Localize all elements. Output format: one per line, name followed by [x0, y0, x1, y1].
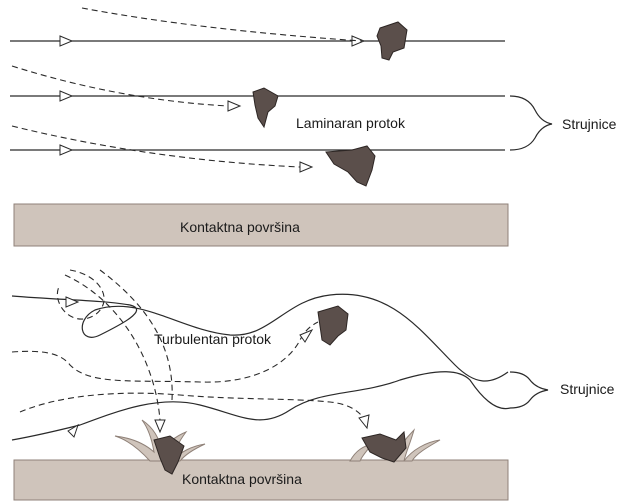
particle	[318, 306, 348, 345]
turbulent-streamline-2	[12, 372, 510, 440]
particle-path	[20, 393, 365, 420]
streamline-arrow	[60, 91, 72, 101]
laminar-flow-label: Laminaran protok	[296, 115, 406, 131]
laminar-surface-label: Kontaktna površina	[180, 219, 300, 235]
turbulent-section: Turbulentan protok Strujnice Kontaktna p…	[12, 270, 615, 500]
streamline-arrow	[66, 297, 78, 307]
particle	[326, 146, 375, 186]
particle-path	[82, 8, 362, 41]
particle-path	[12, 66, 228, 106]
turbulent-surface-label: Kontaktna površina	[182, 471, 302, 487]
streamlines-bracket	[510, 372, 548, 408]
particle	[253, 88, 278, 127]
streamline-arrow	[60, 36, 72, 46]
particle-path-arrow	[359, 415, 369, 428]
streamline-arrow	[352, 36, 364, 46]
particle	[377, 22, 407, 60]
particle-path	[65, 275, 160, 420]
turbulent-flow-label: Turbulentan protok	[154, 331, 272, 347]
turbulent-streamlines-label: Strujnice	[560, 381, 615, 397]
particle-path-arrow	[228, 101, 240, 111]
laminar-streamlines-label: Strujnice	[562, 116, 617, 132]
particle-path-arrow	[300, 330, 312, 342]
particle-path	[12, 126, 300, 167]
laminar-section: Laminaran protok Strujnice Kontaktna pov…	[10, 8, 617, 246]
streamlines-bracket	[510, 96, 552, 150]
particle-path	[57, 270, 104, 319]
streamline-arrow	[60, 145, 72, 155]
particle-path-arrow	[155, 420, 165, 432]
particle-path-arrow	[300, 162, 312, 172]
